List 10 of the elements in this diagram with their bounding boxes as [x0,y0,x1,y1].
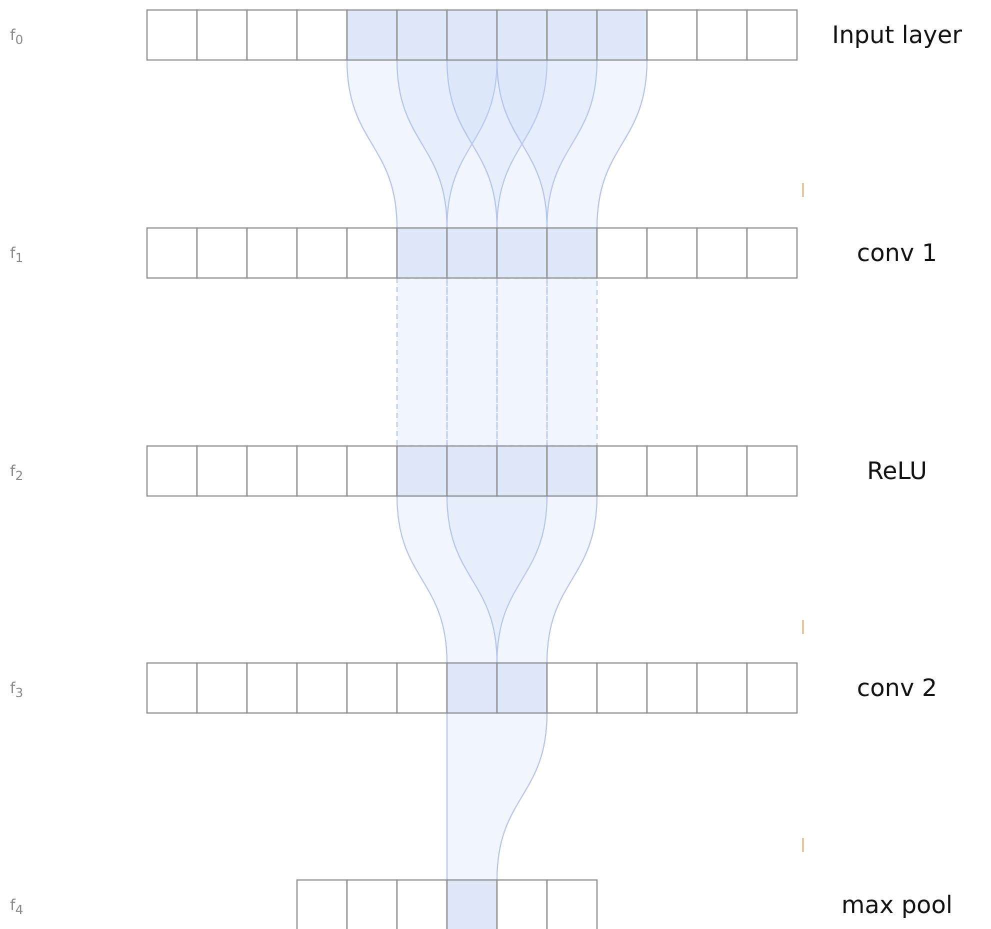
layer-index-label: f$_{1}$ [10,244,24,267]
layer-index-label: f$_{4}$ [10,896,24,919]
layer-name: Input layer [831,20,963,50]
layer-name: conv 1 [856,238,938,268]
layer-name: conv 2 [856,673,938,703]
layer-index-label: f$_{0}$ [10,26,24,49]
layer-name: max pool [840,890,954,920]
layer-index-label: f$_{2}$ [10,462,24,485]
layer-index-label: f$_{3}$ [10,679,24,702]
layer-name: ReLU [866,456,928,486]
